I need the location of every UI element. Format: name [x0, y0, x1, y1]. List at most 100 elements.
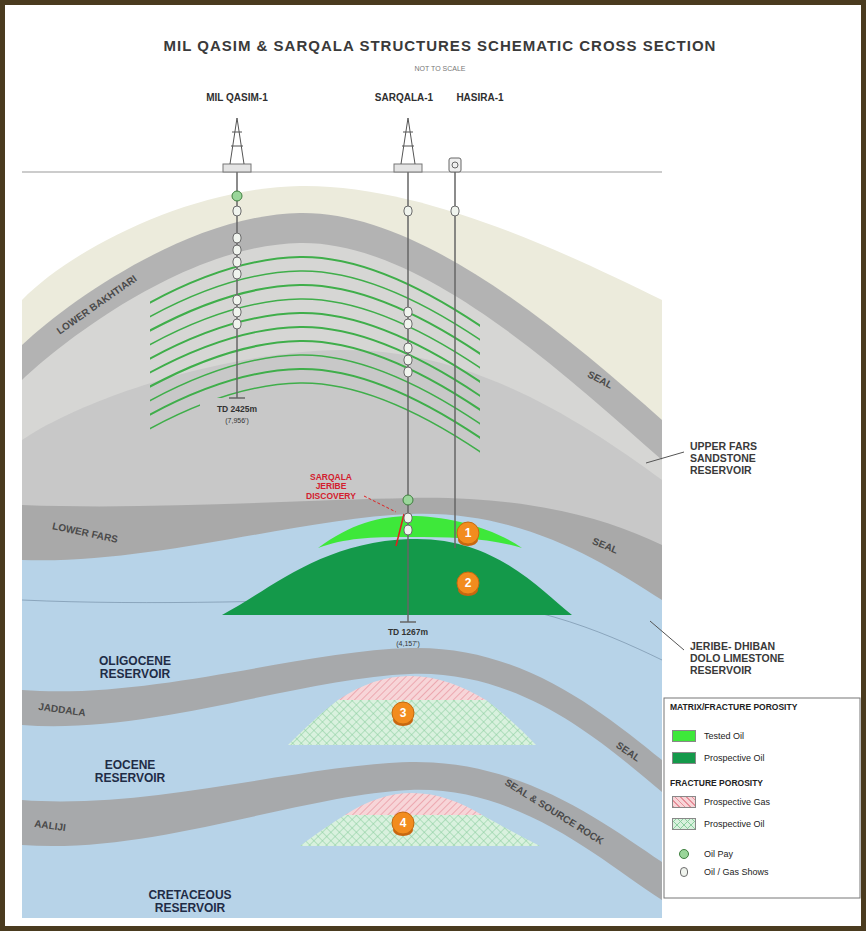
- ground-surface: [22, 172, 662, 173]
- fracture-reservoir: [288, 700, 536, 745]
- legend-swatch: [672, 796, 696, 808]
- show-symbol: [680, 867, 688, 877]
- formation-name: AALIJI: [34, 819, 67, 833]
- legend-text: Tested Oil: [704, 731, 744, 741]
- leader-line: [650, 621, 684, 650]
- callout-circle: [457, 572, 479, 594]
- seal-label: SEAL: [591, 536, 619, 555]
- show-marker: [233, 245, 241, 255]
- well-bore: [454, 172, 456, 548]
- legend-text: Prospective Oil: [704, 753, 765, 763]
- strata: [22, 186, 662, 918]
- show-marker: [404, 343, 412, 353]
- fracture-reservoir: [300, 815, 540, 846]
- legend-swatch: [672, 818, 696, 830]
- show-marker: [404, 206, 412, 216]
- callout-number: 3: [400, 707, 407, 719]
- reservoir-label: JERIBE- DHIBAN DOLO LIMESTONE RESERVOIR: [690, 640, 798, 676]
- legend-text: Prospective Oil: [704, 819, 765, 829]
- oil-reservoir: [222, 516, 572, 615]
- callout-circle: [392, 812, 414, 834]
- seal-label: SEAL & SOURCE ROCK: [503, 777, 605, 846]
- well-name: MIL QASIM-1: [206, 93, 267, 103]
- legend-swatch: [672, 752, 696, 764]
- drilling-rig: [452, 162, 458, 168]
- reservoir-label: CRETACEOUS RESERVOIR: [135, 889, 245, 915]
- drilling-rig: [403, 132, 413, 133]
- well-bore: [229, 397, 245, 399]
- legend-text: Oil Pay: [704, 849, 733, 859]
- leader-line: [646, 452, 684, 650]
- show-marker: [233, 257, 241, 267]
- well-name: HASIRA-1: [456, 93, 503, 103]
- strata: [22, 213, 662, 918]
- well-bore: [407, 172, 409, 622]
- strata: [22, 350, 662, 918]
- show-marker: [404, 367, 412, 377]
- callout-circle: [457, 522, 479, 544]
- strata: [22, 762, 662, 918]
- callout-circle: [392, 702, 414, 724]
- oil-pay-marker: [232, 191, 242, 201]
- diagram-title: MIL QASIM & SARQALA STRUCTURES SCHEMATIC…: [164, 37, 717, 54]
- show-marker: [233, 307, 241, 317]
- show-marker: [404, 513, 412, 523]
- well-name: SARQALA-1: [375, 93, 433, 103]
- total-depth-feet: (4,157'): [396, 640, 420, 647]
- fault-line: [364, 496, 404, 546]
- formation-name: LOWER FARS: [51, 521, 118, 545]
- drilling-rig: [394, 164, 422, 172]
- show-marker: [233, 269, 241, 279]
- formation-name: JADDALA: [38, 702, 87, 719]
- strata: [22, 243, 662, 918]
- oil-reservoir: [318, 516, 522, 548]
- reservoir-label: EOCENE RESERVOIR: [80, 759, 180, 785]
- strata: [22, 498, 662, 918]
- drilling-rig: [449, 158, 461, 172]
- well-bore: [229, 172, 455, 622]
- sandstone-beds: [22, 257, 662, 600]
- show-marker: [404, 307, 412, 317]
- strata: [22, 514, 662, 918]
- callout-circle: [392, 522, 479, 836]
- show-marker: [451, 206, 459, 216]
- drilling-rig: [223, 118, 461, 172]
- fault-line: [396, 514, 404, 546]
- drilling-rig: [231, 146, 243, 147]
- callout-number: 2: [465, 577, 472, 589]
- show-marker: [233, 206, 459, 535]
- oil-pay-marker: [232, 191, 413, 505]
- strata: [22, 790, 662, 918]
- drilling-rig: [223, 164, 251, 172]
- oil-pay-marker: [403, 495, 413, 505]
- strata: [22, 648, 662, 918]
- drilling-rig: [402, 146, 414, 147]
- discovery-label: SARQALA JERIBE DISCOVERY: [299, 473, 363, 501]
- fault-line: [364, 496, 396, 512]
- formation-name: LOWER BAKHTIARI: [55, 274, 139, 337]
- callout-number: 1: [465, 527, 472, 539]
- show-marker: [404, 319, 412, 329]
- callout-number: 4: [400, 817, 407, 829]
- show-marker: [404, 525, 412, 535]
- legend-text: Oil / Gas Shows: [704, 867, 769, 877]
- total-depth: TD 2425m: [217, 405, 257, 414]
- strata: [22, 186, 662, 918]
- total-depth-feet: (7,956'): [225, 417, 249, 424]
- show-marker: [233, 206, 241, 216]
- well-bore: [400, 621, 416, 623]
- drilling-rig: [232, 132, 242, 133]
- legend-swatch: [672, 730, 696, 742]
- seal-label: SEAL: [586, 369, 614, 390]
- show-marker: [404, 355, 412, 365]
- legend-heading: FRACTURE POROSITY: [670, 779, 763, 789]
- legend-heading: MATRIX/FRACTURE POROSITY: [670, 703, 797, 713]
- oil-reservoir: [222, 539, 572, 615]
- reservoir-label: UPPER FARS SANDSTONE RESERVOIR: [690, 440, 790, 476]
- drilling-rig: [401, 118, 415, 164]
- leader-line: [646, 452, 684, 463]
- drilling-rig: [230, 118, 244, 164]
- show-marker: [233, 233, 241, 243]
- reservoir-label: OLIGOCENE RESERVOIR: [85, 655, 185, 681]
